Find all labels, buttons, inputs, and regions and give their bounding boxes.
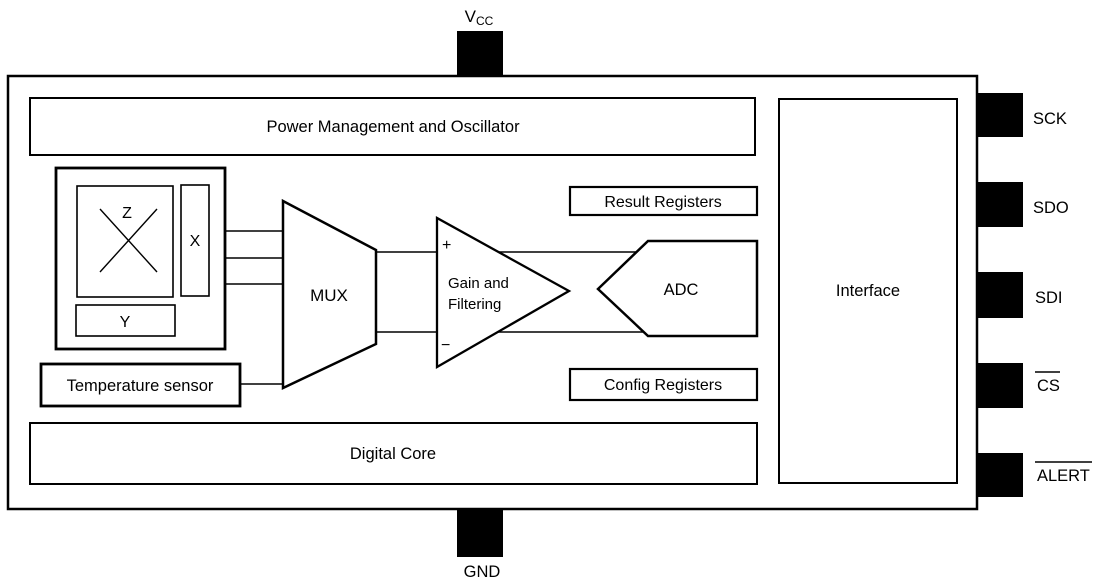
cs-pin-label: CS: [1037, 377, 1060, 395]
config-registers-label: Config Registers: [604, 377, 722, 394]
digital-core-label: Digital Core: [350, 445, 436, 463]
y-axis-sensor-box: [75, 304, 176, 337]
sdi-pin: [977, 272, 1023, 318]
interface-label: Interface: [836, 282, 900, 300]
gnd-pin-label: GND: [464, 563, 501, 581]
sck-pin: [977, 93, 1023, 137]
amplifier-plus-input-label: +: [442, 237, 451, 254]
alert-pin: [977, 453, 1023, 497]
amplifier-label-line2: Filtering: [448, 296, 501, 313]
z-sensor-cross-line-2: [99, 208, 158, 273]
result-registers-block: [568, 185, 759, 217]
interface-block: [778, 98, 958, 484]
sdi-pin-label: SDI: [1035, 289, 1063, 307]
power-management-label: Power Management and Oscillator: [266, 118, 520, 136]
temperature-sensor-block: [39, 362, 242, 408]
amplifier-label-line1: Gain and: [448, 275, 509, 292]
vcc-pin: [457, 31, 503, 77]
temperature-sensor-label: Temperature sensor: [67, 377, 214, 395]
config-registers-block: [568, 367, 759, 402]
x-axis-sensor-box: [180, 184, 210, 297]
y-axis-label: Y: [120, 314, 131, 331]
cs-pin: [977, 363, 1023, 408]
sdo-pin-label: SDO: [1033, 199, 1069, 217]
vcc-pin-label: VCC: [465, 7, 494, 28]
sdo-pin: [977, 182, 1023, 227]
adc-shape: [596, 239, 759, 338]
adc-label: ADC: [664, 281, 699, 299]
mux-shape: [281, 198, 378, 390]
alert-pin-label: ALERT: [1037, 467, 1090, 485]
amplifier-shape: [435, 216, 572, 369]
sck-pin-label: SCK: [1033, 110, 1067, 128]
amplifier-minus-input-label: −: [441, 337, 450, 354]
vcc-pin-label-main: V: [465, 7, 477, 26]
power-management-block: [29, 97, 756, 156]
gnd-pin: [457, 509, 503, 557]
z-axis-sensor-box: [76, 185, 174, 298]
z-axis-label: Z: [122, 205, 132, 222]
digital-core-block: [29, 422, 758, 485]
mux-label: MUX: [310, 286, 348, 305]
vcc-pin-label-subscript: CC: [476, 14, 494, 28]
x-axis-label: X: [190, 233, 201, 250]
result-registers-label: Result Registers: [604, 194, 721, 211]
